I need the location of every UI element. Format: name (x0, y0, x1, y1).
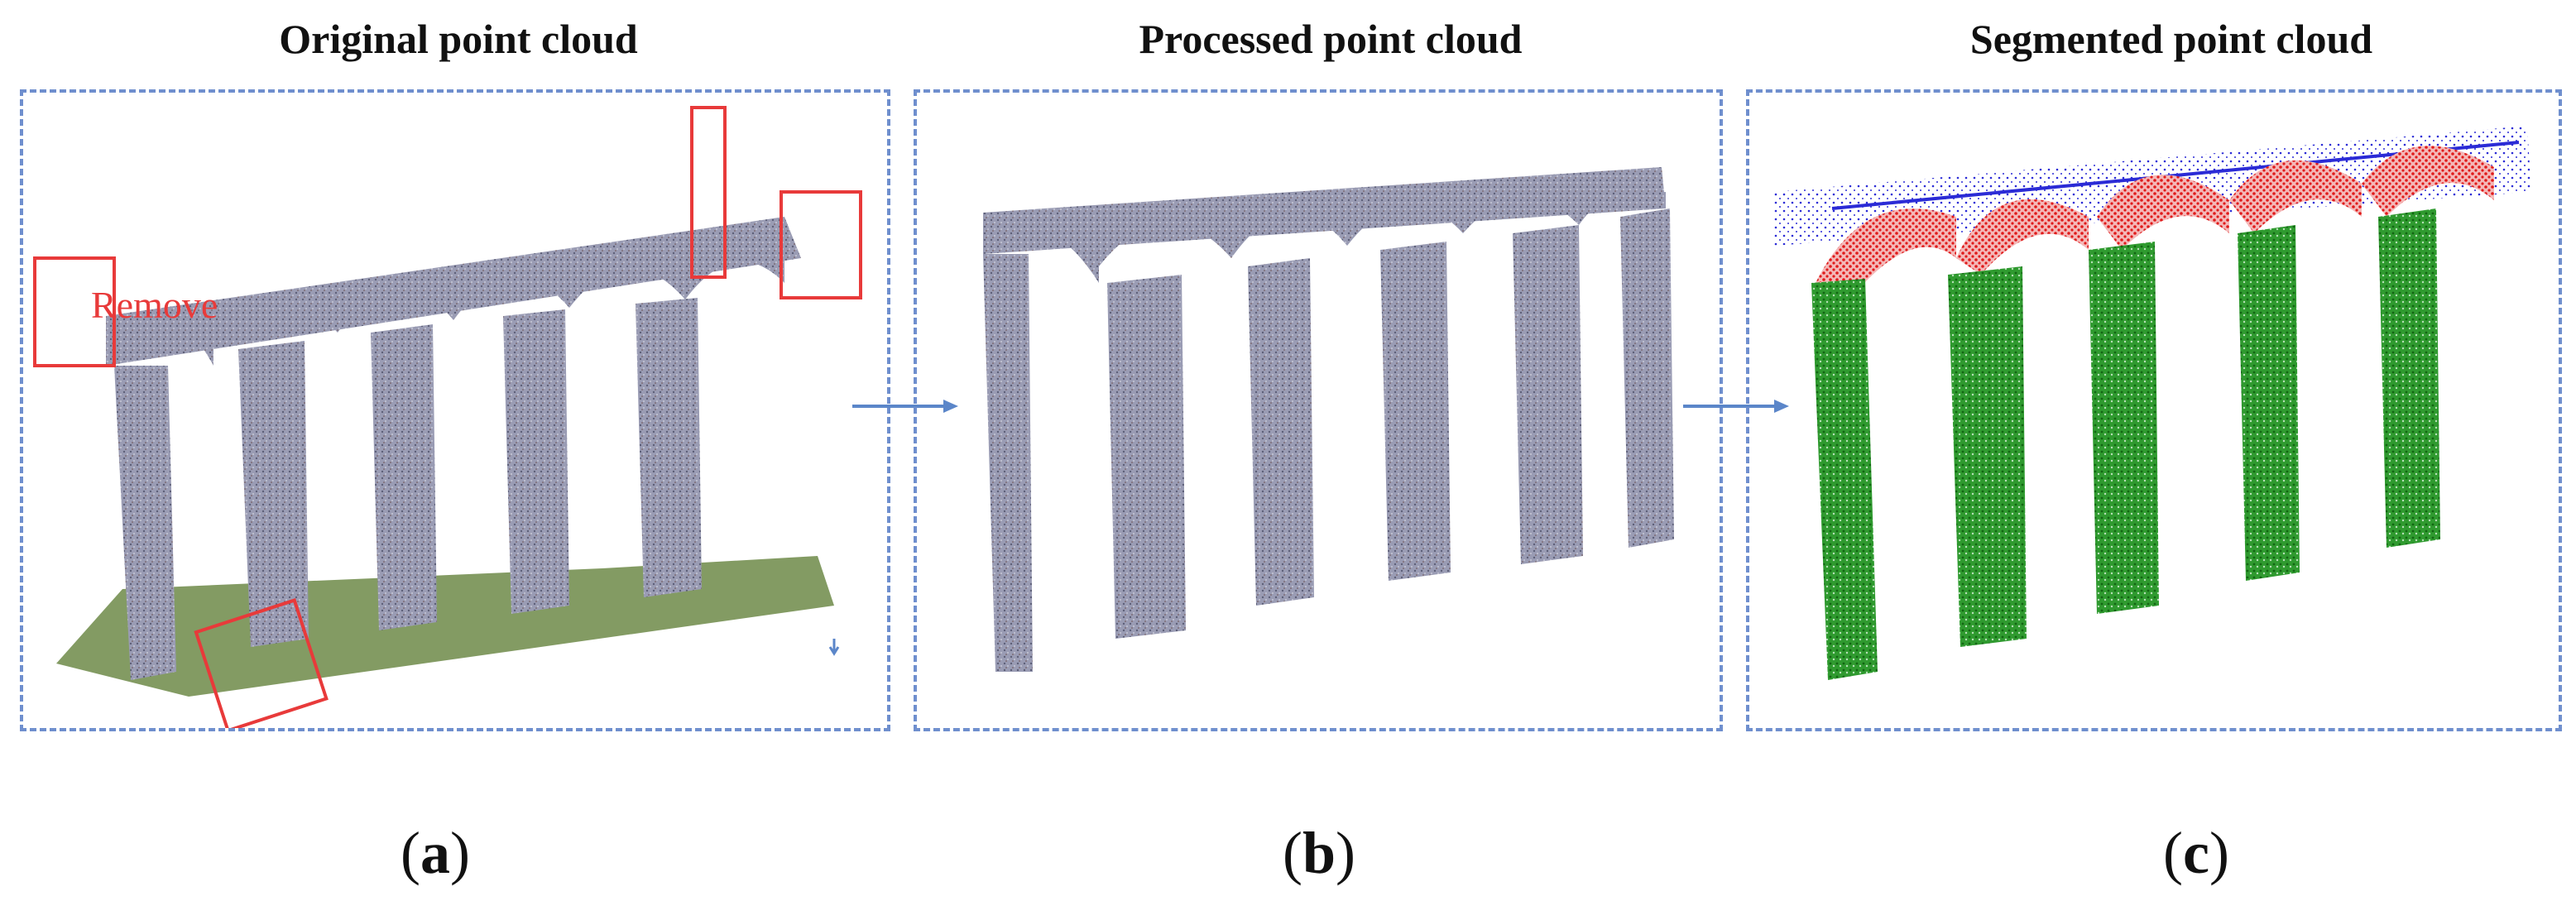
processed-point-cloud-image (983, 167, 1674, 672)
pier (238, 341, 309, 647)
bridge-arches (983, 191, 1666, 283)
pier (114, 366, 176, 680)
pier (1107, 275, 1186, 639)
pier (636, 298, 702, 597)
original-point-cloud-image (33, 106, 862, 728)
segment-pier (2089, 242, 2159, 614)
axis-marker-icon (828, 639, 840, 656)
bridge-arches (114, 258, 784, 366)
panel-segmented (1746, 89, 2562, 731)
bridge-deck (983, 167, 1666, 254)
remove-box (780, 190, 862, 299)
segmented-point-cloud-image (1774, 126, 2531, 680)
segment-arch (2097, 175, 2229, 250)
segment-arch (2229, 160, 2362, 233)
panel-title-processed: Processed point cloud (1139, 16, 1523, 62)
caption-a: (a) (401, 820, 470, 886)
pier (983, 254, 1033, 672)
pier (503, 309, 569, 614)
panel-title-segmented: Segmented point cloud (1969, 16, 2373, 62)
pier (1620, 208, 1674, 548)
remove-box (690, 106, 727, 279)
bridge-deck (106, 217, 801, 366)
segment-pier (1948, 266, 2027, 647)
remove-box (33, 256, 116, 367)
panel-processed (914, 89, 1723, 731)
pier (371, 324, 437, 630)
panel-title-original: Original point cloud (279, 16, 638, 62)
arrow-right-icon (852, 400, 958, 413)
segment-pier (2238, 225, 2300, 581)
segment-pier (1811, 279, 1878, 680)
pier (1380, 242, 1451, 581)
segment-pier (2378, 208, 2440, 548)
segment-arch (2362, 146, 2494, 217)
caption-c: (c) (2163, 820, 2229, 886)
remove-box (194, 598, 329, 728)
caption-b: (b) (1282, 820, 1355, 886)
segment-arch (1956, 199, 2089, 275)
segment-arch (1816, 208, 1956, 291)
remove-label: Remove (91, 284, 218, 326)
arrow-right-icon (1683, 400, 1789, 413)
panel-original: Remove (20, 89, 890, 731)
pier (1248, 258, 1314, 606)
pier (1513, 225, 1583, 564)
